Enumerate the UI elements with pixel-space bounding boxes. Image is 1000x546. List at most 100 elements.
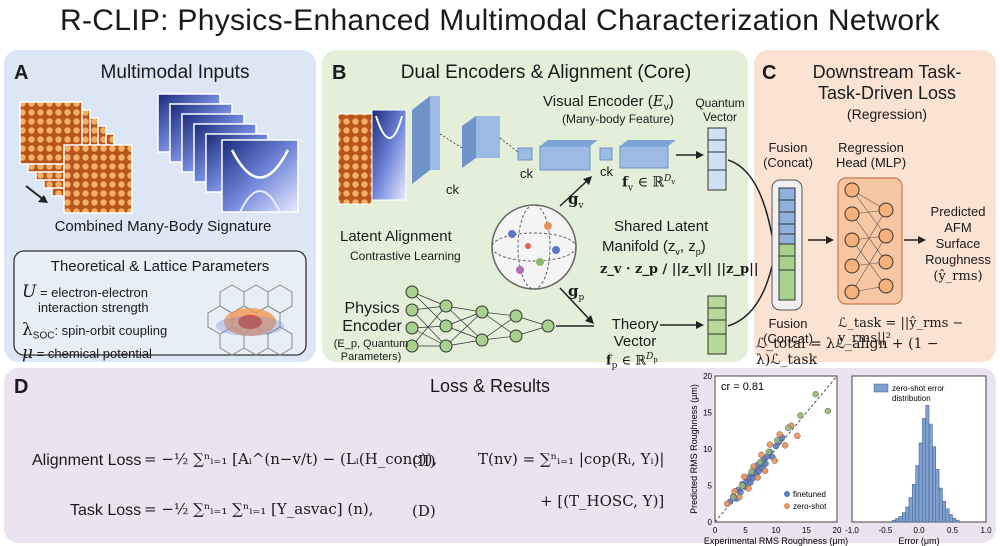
scatter-point — [781, 442, 789, 449]
scatter-y-tick-label: 5 — [708, 482, 713, 491]
scatter-y-tick-label: 20 — [703, 372, 712, 381]
hist-bar — [915, 465, 920, 523]
scatter-point — [824, 407, 832, 415]
scatter-x-tick-label: 20 — [833, 526, 842, 535]
alignment-loss-tag: (II) — [412, 452, 436, 470]
scatter-point — [812, 391, 819, 398]
scatter-point — [771, 457, 778, 464]
panel-a-title: Multimodal Inputs — [100, 62, 250, 83]
hist-bar — [928, 423, 933, 523]
latent-alignment-label: Latent Alignment — [340, 228, 452, 245]
scatter-x-tick-label: 5 — [743, 526, 748, 535]
panel-b-letter: B — [332, 62, 347, 84]
gv-label: gv — [568, 190, 584, 211]
conv-block-2 — [462, 116, 500, 168]
scatter-point — [748, 468, 755, 475]
hist-x-label: Error (μm) — [898, 536, 939, 546]
quantum-vector-label: Quantum Vector — [695, 96, 745, 124]
scatter-point — [761, 467, 769, 475]
hist-bar — [945, 508, 950, 523]
total-loss-eq: ℒ_total = λℒ_align + (1 − λ)ℒ_task — [756, 336, 939, 368]
panel-d-letter: D — [14, 376, 29, 398]
hist-bar — [905, 506, 910, 523]
panel-d-title: Loss & Results — [429, 376, 551, 396]
scatter-annotation: cr = 0.81 — [721, 381, 764, 393]
hist-bar — [898, 516, 903, 523]
arpes-image-stack — [157, 93, 299, 213]
latent-sphere — [491, 204, 577, 290]
conv-block-1 — [412, 96, 440, 184]
scatter-y-tick-label: 15 — [703, 409, 712, 418]
scatter-x-tick-label: 0 — [713, 526, 718, 535]
panel-c-subtitle: (Regression) — [846, 106, 928, 122]
scatter-point — [730, 493, 737, 501]
fusion-top-label: Fusion(Concat) — [763, 140, 813, 170]
scatter-legend-marker — [784, 503, 790, 509]
scatter-point — [794, 432, 801, 440]
hist-bar — [922, 418, 926, 523]
fusion-vector — [778, 187, 796, 301]
scatter-point — [776, 431, 783, 438]
scatter-legend-label: finetuned — [793, 490, 826, 499]
hist-bar — [912, 484, 916, 523]
scatter-point — [745, 485, 752, 492]
visual-encoder-label: Visual Encoder (Ev) — [543, 92, 674, 113]
scatter-point — [758, 451, 765, 459]
scatter-x-tick-label: 15 — [802, 526, 811, 535]
hist-bar — [918, 442, 923, 523]
panel-c-letter: C — [762, 62, 777, 84]
hist-bar — [942, 501, 947, 523]
task-loss-panel-eq: = −½ ∑ⁿᵢ₌₁ ∑ⁿᵢ₌₁ [Y_asvac] (n), — [144, 500, 374, 518]
panel-c-title: Downstream Task-Task-Driven Loss — [812, 62, 962, 103]
ck-label-3: ck — [600, 164, 613, 179]
signature-label: Combined Many-Body Signature — [54, 218, 272, 235]
hist-legend-label-line2: distribution — [892, 394, 931, 403]
fusion-bottom-label: Fusion(Concat) — [763, 316, 813, 346]
scatter-point — [741, 473, 748, 480]
scatter-point — [774, 437, 781, 444]
t-equation-line1: T(nv) = ∑ⁿᵢ₌₁ |cop(Rᵢ, Yᵢ)| — [478, 450, 665, 468]
scatter-point — [754, 474, 761, 481]
hist-x-tick-label: 1.0 — [980, 526, 992, 535]
param-u: U = electron-electron interaction streng… — [22, 282, 149, 316]
fp-label: fp ∈ ℝDp — [606, 352, 658, 371]
similarity-label: z_v · z_p / ||z_v|| ||z_p|| — [600, 262, 759, 277]
hist-x-tick-label: 0.0 — [913, 526, 925, 535]
visual-encoder-sublabel: (Many-body Feature) — [562, 112, 675, 126]
ck-label-2: ck — [520, 166, 533, 181]
scatter-point — [797, 412, 804, 419]
theory-vector — [707, 295, 727, 355]
scatter-x-tick-label: 10 — [772, 526, 781, 535]
manifold-label: Manifold (zv, zp) — [602, 238, 706, 257]
hist-bar — [948, 514, 953, 523]
hist-x-tick-label: -1.0 — [845, 526, 859, 535]
page-title: R-CLIP: Physics-Enhanced Multimodal Char… — [59, 4, 940, 37]
panel-b-title: Dual Encoders & Alignment (Core) — [400, 62, 692, 83]
scatter-legend-label: zero-shot — [793, 502, 827, 511]
hist-bar — [938, 487, 943, 523]
task-loss-eq: ℒ_task = ||ŷ_rms − y_rms||² — [838, 316, 964, 346]
t-equation-line2: + [(T_HOSC, Y)] — [540, 492, 665, 510]
alignment-loss-eq: = −½ ∑ⁿᵢ₌₁ [Aᵢ^(n−v/t) − (Lᵢ(H_conc)), — [144, 450, 438, 468]
scatter-point — [765, 448, 772, 456]
panel-a-letter: A — [14, 62, 29, 84]
param-soc: λSOC: spin-orbit coupling — [22, 320, 168, 342]
scatter-y-tick-label: 10 — [703, 445, 712, 454]
hist-bar — [891, 519, 896, 523]
scatter-x-label: Experimental RMS Roughness (μm) — [704, 536, 848, 546]
hist-x-tick-label: 0.5 — [947, 526, 959, 535]
task-loss-tag: (D) — [412, 502, 436, 520]
hist-bar — [902, 512, 906, 523]
mlp-nodes — [844, 182, 894, 300]
hist-bar — [952, 517, 957, 523]
scatter-point — [785, 424, 792, 432]
